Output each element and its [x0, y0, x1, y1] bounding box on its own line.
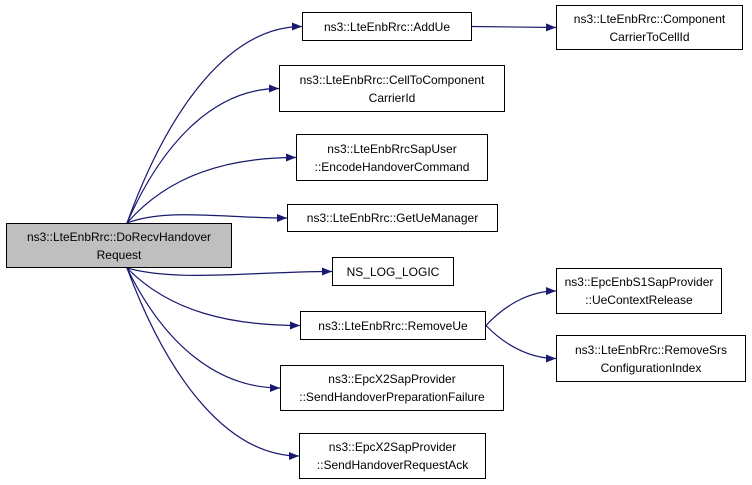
node-label-line: ns3::LteEnbRrc::RemoveUe — [318, 318, 468, 333]
edge-root-to-nslog — [126, 267, 333, 277]
node-label-line: ns3::LteEnbRrc::CellToComponent — [299, 72, 485, 87]
edge-addue-to-cc2cell — [471, 23, 557, 32]
node-ns-log-logic[interactable]: NS_LOG_LOGIC — [332, 257, 454, 286]
node-label-line: ::SendHandoverRequestAck — [316, 458, 469, 472]
node-add-ue[interactable]: ns3::LteEnbRrc::AddUe — [302, 12, 472, 41]
node-remove-srs-configuration-index[interactable]: ns3::LteEnbRrc::RemoveSrs ConfigurationI… — [556, 335, 746, 382]
edge-root-to-prepfail — [126, 267, 281, 392]
edge-root-to-addue — [126, 22, 303, 224]
node-encode-handover-command[interactable]: ns3::LteEnbRrcSapUser ::EncodeHandoverCo… — [296, 134, 488, 181]
node-label-line: ns3::EpcEnbS1SapProvider — [564, 275, 714, 289]
node-label-line: ::EncodeHandoverCommand — [314, 159, 470, 174]
node-label-line: ns3::LteEnbRrc::GetUeManager — [306, 211, 479, 225]
node-label-line: ns3::EpcX2SapProvider — [328, 440, 457, 454]
node-label-line: CarrierToCellId — [609, 29, 690, 44]
edge-root-to-reqack — [126, 267, 300, 460]
node-label-line: ns3::LteEnbRrc::AddUe — [323, 19, 451, 34]
node-label-line: NS_LOG_LOGIC — [346, 264, 440, 279]
node-label-line: ConfigurationIndex — [600, 360, 702, 375]
node-root-do-recv-handover-request: ns3::LteEnbRrc::DoRecvHandover Request — [6, 223, 232, 268]
edge-root-to-removeue — [126, 267, 301, 330]
node-cell-to-component-carrier-id[interactable]: ns3::LteEnbRrc::CellToComponent CarrierI… — [279, 65, 505, 112]
node-component-carrier-to-cell-id[interactable]: ns3::LteEnbRrc::Component CarrierToCellI… — [556, 5, 743, 50]
node-get-ue-manager[interactable]: ns3::LteEnbRrc::GetUeManager — [287, 204, 498, 232]
node-label-line: ns3::EpcX2SapProvider — [328, 372, 456, 386]
node-label-line: ns3::LteEnbRrcSapUser — [327, 141, 457, 156]
edge-root-to-cell2cc — [126, 84, 280, 224]
node-send-handover-preparation-failure[interactable]: ns3::EpcX2SapProvider ::SendHandoverPrep… — [280, 365, 504, 411]
node-ue-context-release[interactable]: ns3::EpcEnbS1SapProvider ::UeContextRele… — [556, 268, 722, 314]
edge-root-to-getue — [126, 213, 288, 224]
node-label-line: ::UeContextRelease — [585, 293, 693, 307]
node-remove-ue[interactable]: ns3::LteEnbRrc::RemoveUe — [300, 311, 486, 340]
edge-removeue-to-rmsrs — [485, 325, 557, 363]
node-label-line: ns3::LteEnbRrc::DoRecvHandover — [26, 229, 212, 244]
node-label-line: ::SendHandoverPreparationFailure — [299, 390, 485, 404]
node-label-line: CarrierId — [368, 90, 416, 105]
node-label-line: ns3::LteEnbRrc::RemoveSrs — [574, 342, 728, 357]
edge-removeue-to-ctxrel — [485, 287, 557, 326]
node-label-line: Request — [96, 247, 142, 262]
node-label-line: ns3::LteEnbRrc::Component — [573, 11, 726, 26]
edge-root-to-encode — [126, 153, 297, 224]
node-send-handover-request-ack[interactable]: ns3::EpcX2SapProvider ::SendHandoverRequ… — [299, 433, 486, 479]
